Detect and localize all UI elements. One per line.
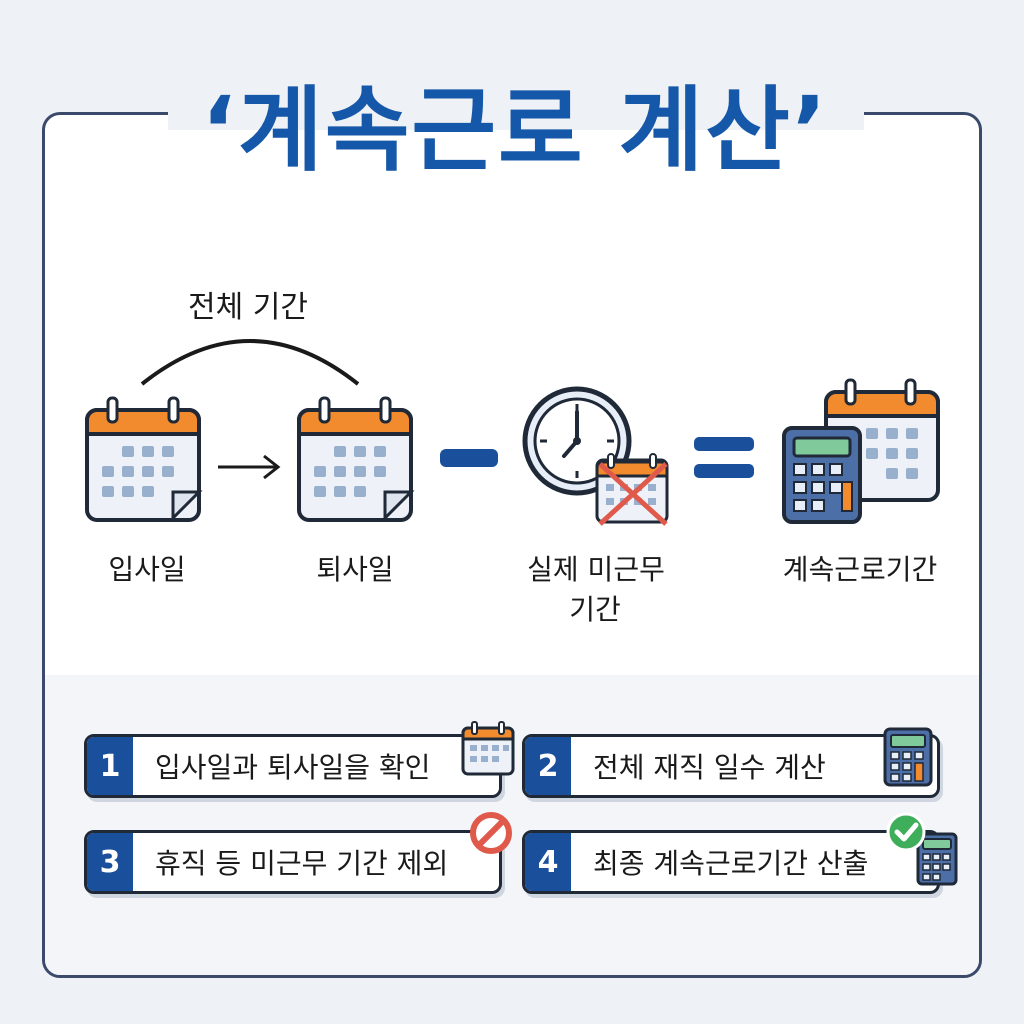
title-area: ‘계속근로 계산’ (170, 62, 860, 184)
step-number: 4 (525, 833, 571, 891)
span-arc (140, 339, 360, 386)
hire-date-label: 입사일 (108, 553, 186, 586)
step-number: 1 (87, 737, 133, 795)
calendar-icon (461, 721, 515, 776)
step-2: 2 전체 재직 일수 계산 (522, 734, 940, 798)
calendar-cancelled-icon (595, 453, 669, 526)
step-text: 전체 재직 일수 계산 (593, 751, 826, 784)
arrow-right-icon (218, 454, 281, 480)
calculator-icon (883, 727, 933, 787)
equals-operator (694, 437, 754, 451)
calendar-icon (85, 396, 203, 522)
step-text: 최종 계속근로기간 산출 (593, 847, 869, 880)
calculator-calendar-icon (782, 378, 940, 524)
absence-label: 실제 미근무 (527, 553, 665, 586)
step-text: 휴직 등 미근무 기간 제외 (155, 847, 449, 880)
check-calculator-icon (886, 812, 958, 886)
title-backdrop (168, 100, 864, 130)
steps-panel (45, 675, 979, 975)
step-3: 3 휴직 등 미근무 기간 제외 (84, 830, 502, 894)
step-number: 2 (525, 737, 571, 795)
minus-operator (440, 449, 498, 467)
leave-date-label: 퇴사일 (316, 553, 394, 586)
step-4: 4 최종 계속근로기간 산출 (522, 830, 940, 894)
step-1: 1 입사일과 퇴사일을 확인 (84, 734, 502, 798)
absence-label-line2: 기간 (569, 593, 621, 626)
equals-operator-bar (694, 464, 754, 478)
page-title: ‘계속근로 계산’ (201, 76, 829, 184)
span-label: 전체 기간 (188, 290, 308, 325)
calendar-icon (297, 396, 415, 522)
clock-icon (522, 386, 669, 526)
step-number: 3 (87, 833, 133, 891)
step-text: 입사일과 퇴사일을 확인 (155, 751, 431, 784)
result-label: 계속근로기간 (782, 553, 938, 586)
prohibited-icon (470, 812, 512, 854)
